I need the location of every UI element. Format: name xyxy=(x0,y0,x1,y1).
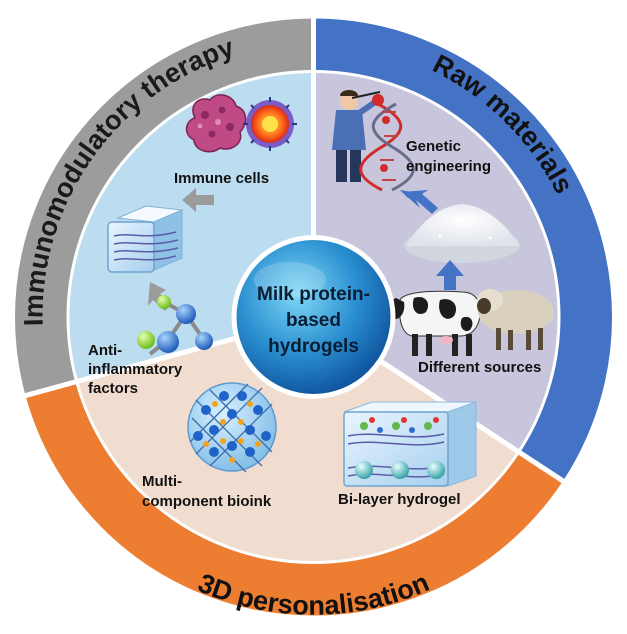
dna-helix-icon xyxy=(359,94,415,192)
center-title-line3: hydrogels xyxy=(268,336,359,357)
label-factors: factors xyxy=(88,380,138,397)
hydrogel-block-icon xyxy=(107,205,184,273)
sheep-icon xyxy=(477,289,554,350)
center-title-line2: based xyxy=(286,310,341,331)
label-bilayer-hydrogel: Bi-layer hydrogel xyxy=(338,491,461,508)
inner-boundary xyxy=(66,70,561,564)
arrow-dna-to-powder xyxy=(400,190,438,214)
arrow-cells-to-gel xyxy=(182,188,214,212)
irregular-cell-icon xyxy=(185,94,247,153)
label-inflammatory: inflammatory xyxy=(88,361,183,378)
label-anti: Anti- xyxy=(88,342,122,359)
network-sphere-icon xyxy=(187,382,277,473)
center-title-line1: Milk protein- xyxy=(257,284,370,305)
center-hydrogel-sphere xyxy=(231,235,396,399)
sector-personalisation xyxy=(76,317,519,563)
label-multi: Multi- xyxy=(142,473,182,490)
bilayer-hydrogel-icon xyxy=(343,401,477,487)
label-engineering: engineering xyxy=(406,158,491,175)
label-component-bioink: component bioink xyxy=(142,493,272,510)
scientist-icon xyxy=(332,90,381,182)
outer-boundary xyxy=(13,16,614,618)
protein-powder-icon xyxy=(404,204,520,263)
molecule-icon xyxy=(137,295,213,356)
label-immune-cells: Immune cells xyxy=(174,170,269,187)
label-different-sources: Different sources xyxy=(418,359,541,376)
arrow-sources-to-powder xyxy=(436,260,464,290)
label-genetic: Genetic xyxy=(406,138,461,155)
cow-icon xyxy=(389,290,481,356)
spiky-cell-icon xyxy=(243,97,297,151)
